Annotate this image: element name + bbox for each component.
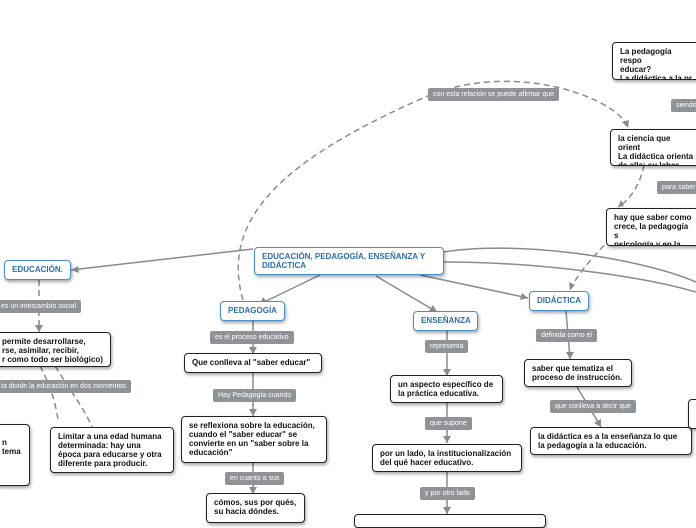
label-proceso-educativo: es el proceso educativo xyxy=(210,331,294,344)
label-relacion: con esta relación se puede afirmar que xyxy=(428,88,560,101)
node-saber-tematiza[interactable]: saber que tematiza el proceso de instruc… xyxy=(524,359,632,387)
label-divide: ta divide la educación en dos momentos xyxy=(0,380,131,393)
label-definida: definida como el xyxy=(536,329,597,342)
node-left-partial[interactable]: n tema xyxy=(0,424,30,486)
label-en-cuanto: en cuanto a sus xyxy=(225,472,285,485)
node-reflexiona[interactable]: se reflexiona sobre la educación, cuando… xyxy=(181,416,327,463)
node-permite-desarrollarse[interactable]: permite desarrollarse, rse, asimilar, re… xyxy=(0,332,111,367)
label-siendo: siendo xyxy=(671,99,696,112)
label-conlleva-decir: que conlleva a decir que xyxy=(550,400,636,413)
node-limitar-edad[interactable]: Limitar a una edad humana determinada: h… xyxy=(50,427,174,473)
node-main-topic[interactable]: EDUCACIÓN, PEDAGOGÍA, ENSEÑANZA Y DIDÁCT… xyxy=(254,247,444,275)
node-ciencia-orienta[interactable]: la ciencia que orient La didáctica orien… xyxy=(610,129,696,166)
node-conlleva-saber-educar[interactable]: Que conlleva al "saber educar" xyxy=(184,353,322,373)
label-intercambio: es un intercambio social xyxy=(0,300,82,313)
node-pedagogia[interactable]: PEDAGOGÍA xyxy=(220,301,285,321)
node-bottom-partial[interactable] xyxy=(354,514,546,528)
label-representa: representa xyxy=(425,340,469,353)
node-pedagogia-responde[interactable]: La pedagogía respo educar? La didáctica … xyxy=(612,42,696,80)
label-para-saber: para saber xyxy=(657,181,696,194)
node-comos[interactable]: cómos, sus por qués, su hacia dóndes. xyxy=(206,493,305,523)
label-supone: que supone xyxy=(425,417,472,430)
node-educacion[interactable]: EDUCACIÓN. xyxy=(4,260,71,280)
node-right-small-partial[interactable] xyxy=(688,399,696,429)
node-aspecto-especifico[interactable]: un aspecto específico de la práctica edu… xyxy=(390,375,503,403)
node-ensenanza[interactable]: ENSEÑANZA xyxy=(413,311,478,331)
label-hay-pedagogia: Hay Pedagogía cuando xyxy=(213,389,297,402)
node-hay-que-saber[interactable]: hay que saber como crece, la pedagogía s… xyxy=(606,208,696,246)
label-otro-lado: y por otro lado xyxy=(420,487,475,500)
node-didactica-es[interactable]: la didáctica es a la enseñanza lo que la… xyxy=(530,427,692,455)
node-institucionalizacion[interactable]: por un lado, la institucionalización del… xyxy=(372,444,522,472)
node-didactica[interactable]: DIDÁCTICA xyxy=(529,291,589,311)
